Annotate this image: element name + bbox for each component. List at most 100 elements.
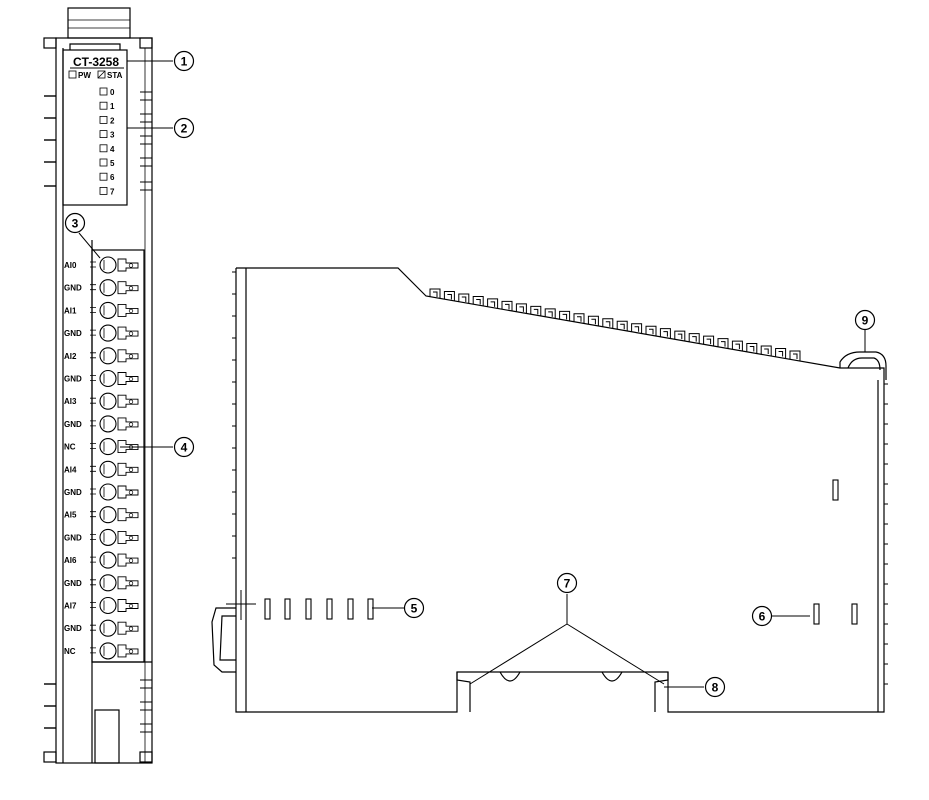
- terminal-row: AI1: [64, 301, 139, 319]
- leader-lines: [78, 60, 866, 688]
- tooth: [775, 348, 787, 359]
- tooth: [760, 345, 772, 356]
- tooth: [501, 300, 513, 311]
- led-icon: [99, 87, 108, 96]
- channel-led-2: 2: [99, 116, 115, 125]
- screw-icon: [99, 256, 117, 274]
- clamp-icon: [117, 417, 139, 431]
- callout-number: 3: [72, 217, 79, 231]
- clamp-icon: [117, 462, 139, 476]
- terminal-label: AI3: [64, 397, 77, 406]
- terminal-label: GND: [64, 533, 82, 542]
- tooth: [674, 330, 686, 341]
- channel-led-label: 5: [110, 159, 115, 168]
- clamp-icon: [117, 303, 139, 317]
- channel-led-label: 6: [110, 173, 115, 182]
- side-outline: [235, 267, 885, 713]
- callout-number: 5: [411, 602, 418, 616]
- clamp-icon: [117, 485, 139, 499]
- pw-led-label: PW: [78, 71, 91, 80]
- terminal-label: GND: [64, 579, 82, 588]
- callout-circle: [751, 605, 773, 627]
- terminal-label: AI2: [64, 352, 77, 361]
- screw-icon: [99, 551, 117, 569]
- callout-1: 1: [173, 50, 195, 72]
- callout-3: 3: [64, 212, 86, 234]
- terminal-row: AI2: [64, 347, 139, 365]
- callout-circle: [64, 212, 86, 234]
- led-icon: [99, 101, 108, 110]
- led-icon: [99, 130, 108, 139]
- screw-icon: [99, 528, 117, 546]
- terminal-label: AI4: [64, 465, 77, 474]
- callout-number: 9: [862, 314, 869, 328]
- tooth: [631, 323, 643, 334]
- callout-circle: [173, 436, 195, 458]
- tooth: [559, 310, 571, 321]
- clamp-icon: [117, 326, 139, 340]
- tooth: [645, 325, 657, 336]
- callout-number: 8: [712, 681, 719, 695]
- tooth: [429, 288, 441, 299]
- clamp-icon: [117, 599, 139, 612]
- vent-slot: [305, 598, 312, 620]
- tooth: [789, 350, 801, 361]
- terminal-row: AI0: [64, 256, 139, 274]
- terminal-label: AI5: [64, 511, 77, 520]
- screw-icon: [99, 301, 117, 319]
- channel-led-label: 3: [110, 131, 115, 140]
- terminal-row: GND: [64, 415, 139, 433]
- slot-6a: [813, 603, 820, 625]
- callout-list: 1 2 3 4 5 6 7 8 9: [64, 50, 876, 698]
- tooth: [731, 340, 743, 351]
- channel-led-label: 2: [110, 116, 115, 125]
- slot-upper: [832, 479, 839, 501]
- channel-led-0: 0: [99, 87, 115, 97]
- channel-led-6: 6: [99, 172, 115, 182]
- screw-icon: [99, 642, 117, 660]
- tooth: [688, 333, 700, 344]
- tooth: [515, 303, 527, 314]
- led-icon: [99, 172, 108, 181]
- led-icon: [99, 144, 108, 153]
- screw-icon: [99, 483, 117, 501]
- clamp-icon: [117, 644, 139, 658]
- callout-8: 8: [704, 676, 726, 698]
- terminal-label: GND: [64, 624, 82, 633]
- terminal-row: AI6: [64, 551, 139, 569]
- callout-4: 4: [173, 436, 195, 458]
- terminal-row: GND: [64, 279, 139, 297]
- tooth: [487, 298, 499, 309]
- terminal-row: GND: [64, 574, 139, 592]
- status-led-pw: PW: [68, 70, 91, 80]
- screw-icon: [99, 324, 117, 342]
- callout-circle: [173, 50, 195, 72]
- callout-number: 4: [181, 441, 188, 455]
- screw-icon: [99, 460, 117, 478]
- sta-led-icon: [97, 70, 106, 79]
- screw-icon: [99, 438, 117, 456]
- clamp-icon: [117, 508, 139, 522]
- clamp-icon: [117, 621, 139, 635]
- callout-9: 9: [854, 309, 876, 331]
- callout-number: 7: [564, 577, 571, 591]
- terminal-row: AI4: [64, 460, 139, 478]
- terminal-label: NC: [64, 647, 76, 656]
- terminal-row: GND: [64, 369, 139, 388]
- tooth: [587, 315, 599, 326]
- tooth: [472, 295, 484, 306]
- clamp-icon: [117, 394, 139, 408]
- callout-number: 2: [181, 122, 188, 136]
- side-terminal-teeth: [429, 288, 801, 361]
- tooth: [530, 305, 542, 316]
- callout-circle: [704, 676, 726, 698]
- terminal-label: GND: [64, 284, 82, 293]
- clamp-icon: [117, 258, 139, 272]
- screw-icon: [99, 279, 117, 297]
- callout-2: 2: [173, 117, 195, 139]
- terminal-label: NC: [64, 443, 76, 452]
- led-icon: [99, 116, 108, 124]
- model-label: CT-3258: [73, 55, 119, 69]
- channel-led-label: 7: [110, 187, 115, 196]
- terminal-row: GND: [64, 619, 139, 637]
